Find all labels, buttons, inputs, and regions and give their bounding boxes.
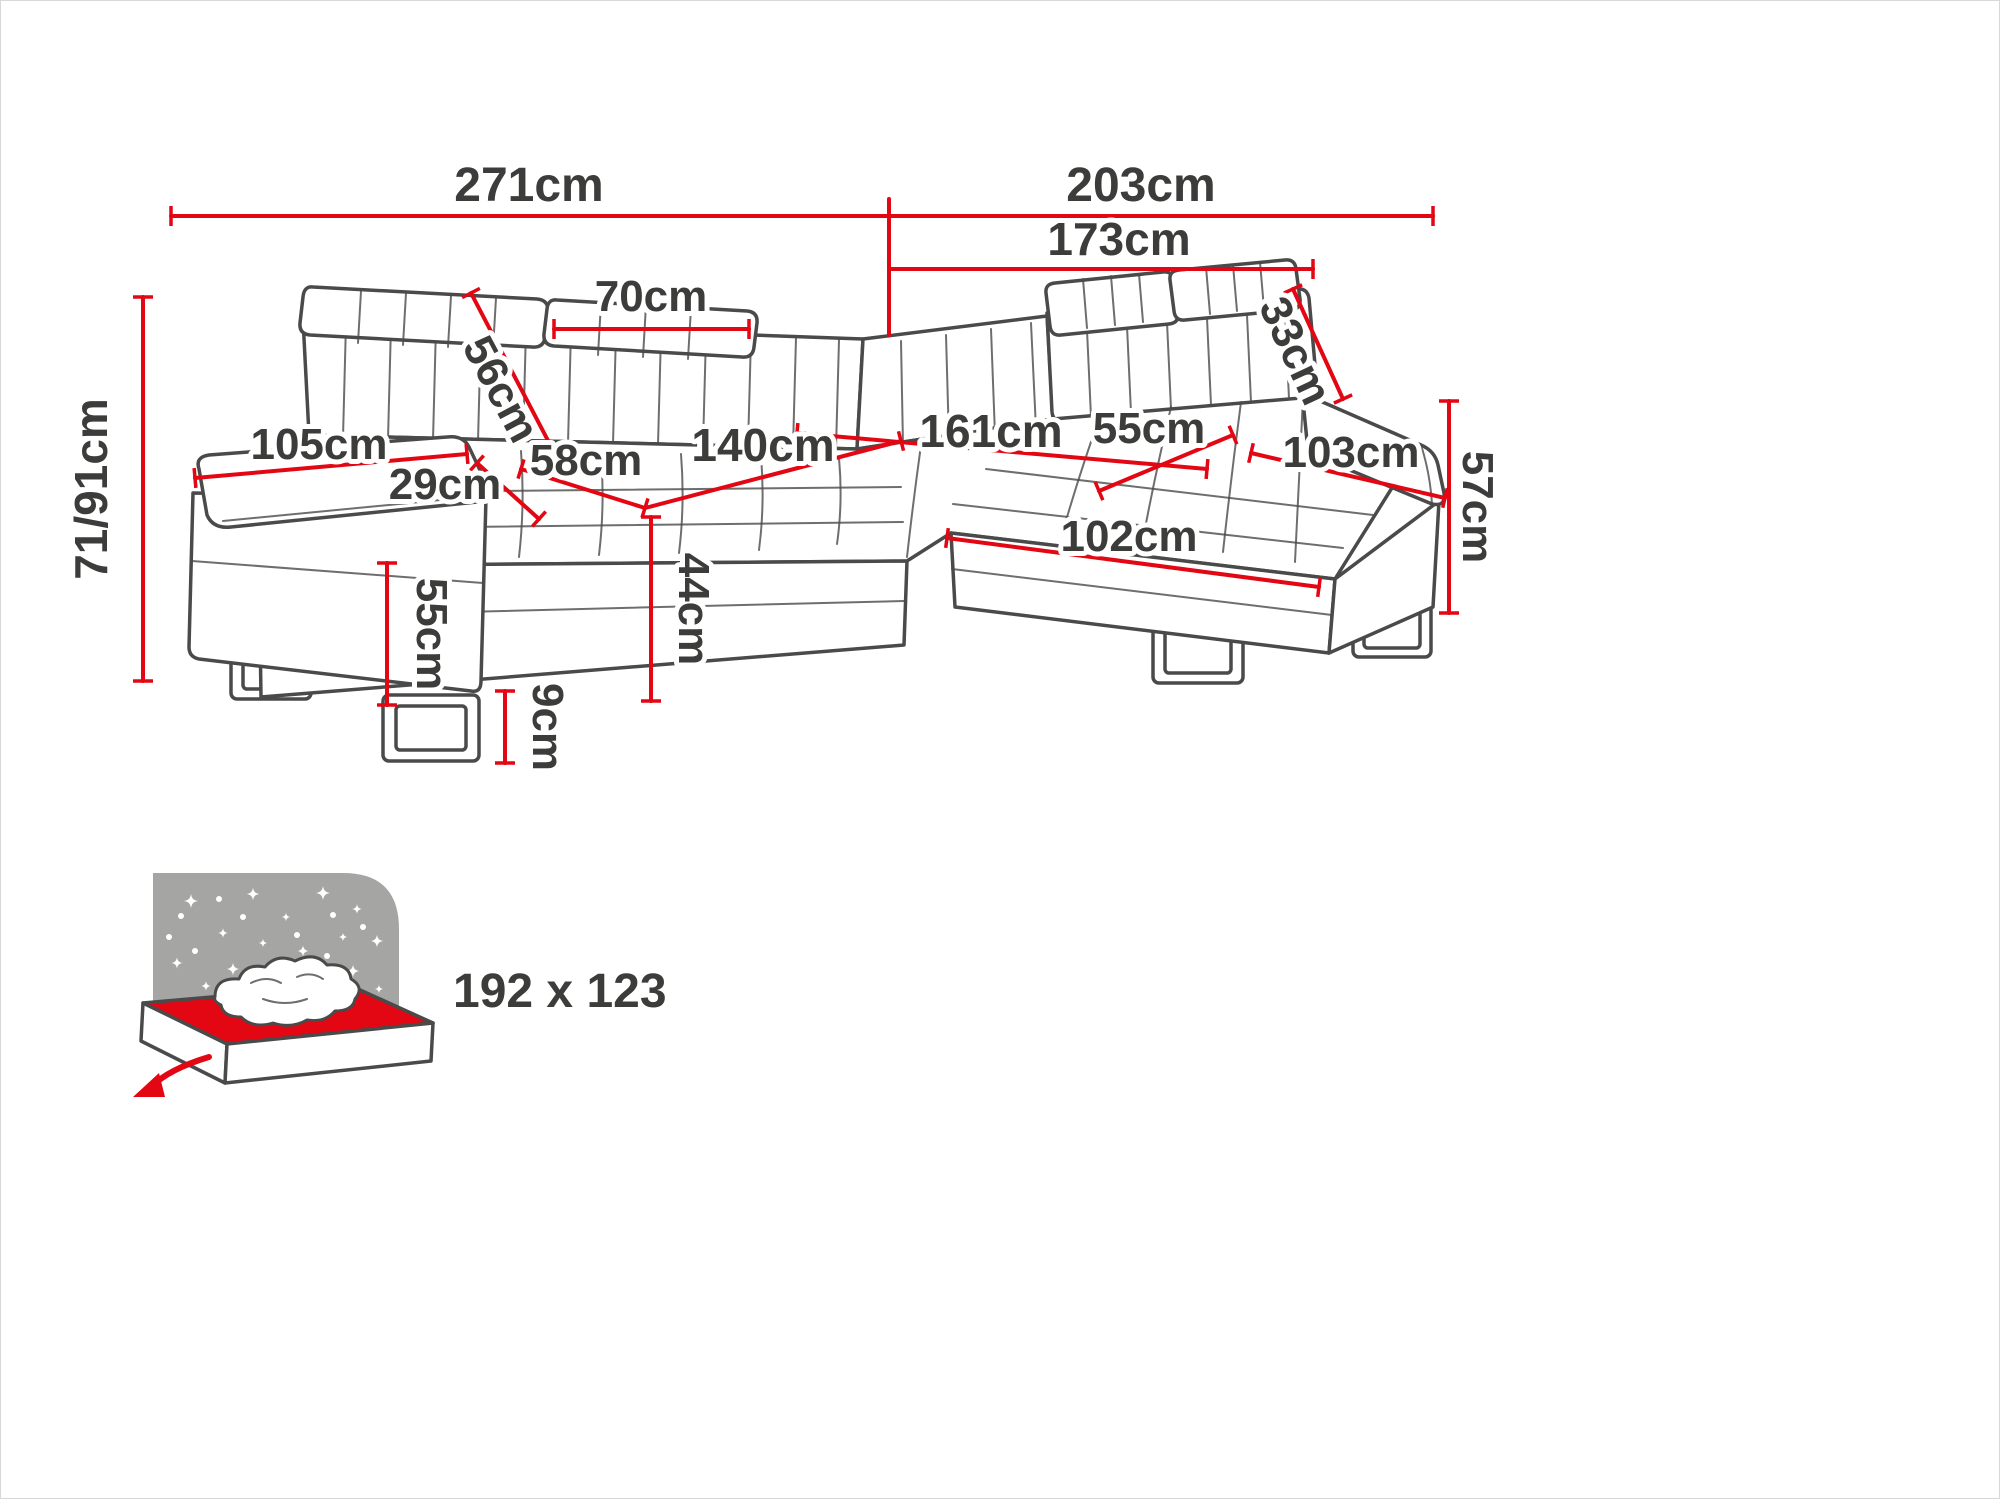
label-seat-width-right: 161cm [919,405,1062,457]
dimension-labels: 271cm 203cm 173cm 70cm 56cm 105cm 29cm 5… [60,154,1507,776]
label-inner-width-right: 173cm [1047,213,1190,265]
sofa-drawing [187,258,1446,763]
headrest-pillow-right-1 [1044,270,1180,337]
dim-line-103 [1247,442,1449,509]
dim-line-55-right [1093,425,1239,501]
label-total-width-right: 203cm [1066,159,1215,212]
label-armrest-length: 105cm [250,420,387,469]
label-chaise-length: 103cm [1282,428,1419,477]
label-seat-depth-right: 55cm [1093,404,1206,453]
label-seat-height: 44cm [669,553,718,666]
label-armrest-height: 55cm [407,578,456,691]
label-total-width-left: 271cm [454,159,603,212]
dim-line-105 [192,443,470,489]
label-armrest-width: 29cm [389,460,502,509]
dimension-lines [133,197,1459,765]
dim-line-58 [516,458,650,519]
label-headrest-width: 70cm [595,272,708,321]
dim-line-102 [943,527,1323,598]
label-chaise-front-length: 102cm [1060,512,1197,561]
label-side-height-right: 57cm [1453,451,1502,564]
sleeping-area-label: 192 x 123 [453,965,667,1018]
label-seat-depth-left: 58cm [530,436,643,485]
sofa-leg-center-left [381,693,481,763]
label-leg-height: 9cm [523,683,572,771]
blanket-icon [213,955,361,1027]
label-overall-height: 71/91cm [65,398,117,580]
dim-line-33 [1283,283,1353,405]
sleeping-function-icon: 192 x 123 [133,873,672,1097]
label-seat-width-left: 140cm [691,419,834,471]
dim-line-56 [461,286,577,484]
side-face-right [1327,499,1441,655]
fold-out-mattress-icon [133,955,435,1097]
